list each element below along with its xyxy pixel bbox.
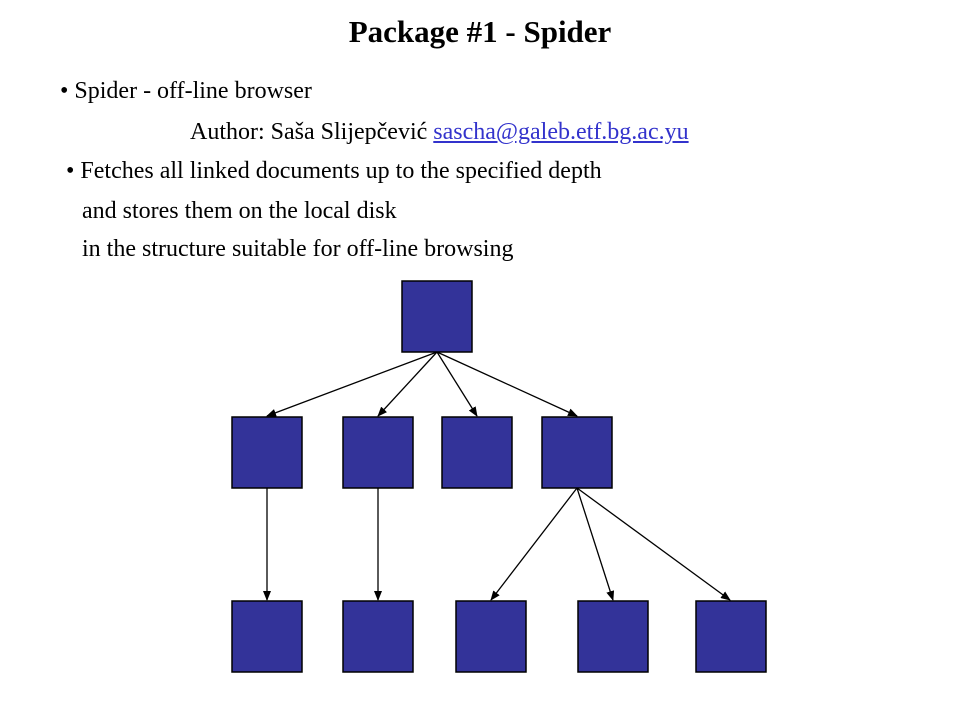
bullet-fetches-continuation-2: in the structure suitable for off-line b… <box>82 236 514 262</box>
tree-node-level2-4 <box>577 600 649 673</box>
edge-child-4-to-leaf-5 <box>576 487 731 601</box>
tree-node-level1-3 <box>441 416 513 489</box>
tree-node-level1-1 <box>231 416 303 489</box>
edge-child-4-to-leaf-4 <box>576 487 615 601</box>
edge-root-to-child-3 <box>436 351 478 417</box>
tree-node-level2-1 <box>231 600 303 673</box>
slide-title: Package #1 - Spider <box>348 14 612 49</box>
tree-node-level2-5 <box>695 600 767 673</box>
bullet-spider: • Spider - off-line browser <box>60 78 312 104</box>
author-label: Author: Saša Slijepčević <box>190 119 434 145</box>
tree-node-level2-2 <box>342 600 414 673</box>
tree-node-level1-4 <box>541 416 613 489</box>
author-email-link[interactable]: sascha@galeb.etf.bg.ac.yu <box>433 119 689 145</box>
tree-node-level1-2 <box>342 416 414 489</box>
edge-child-4-to-leaf-3 <box>490 487 578 601</box>
edge-root-to-child-4 <box>436 351 578 417</box>
edge-root-to-child-2 <box>377 351 438 417</box>
edge-root-to-child-1 <box>266 351 438 417</box>
tree-node-root <box>401 280 473 353</box>
bullet-fetches: • Fetches all linked documents up to the… <box>66 158 602 184</box>
author-line: Author: Saša Slijepčević sascha@galeb.et… <box>190 117 689 147</box>
tree-node-level2-3 <box>455 600 527 673</box>
bullet-fetches-continuation-1: and stores them on the local disk <box>82 198 397 224</box>
